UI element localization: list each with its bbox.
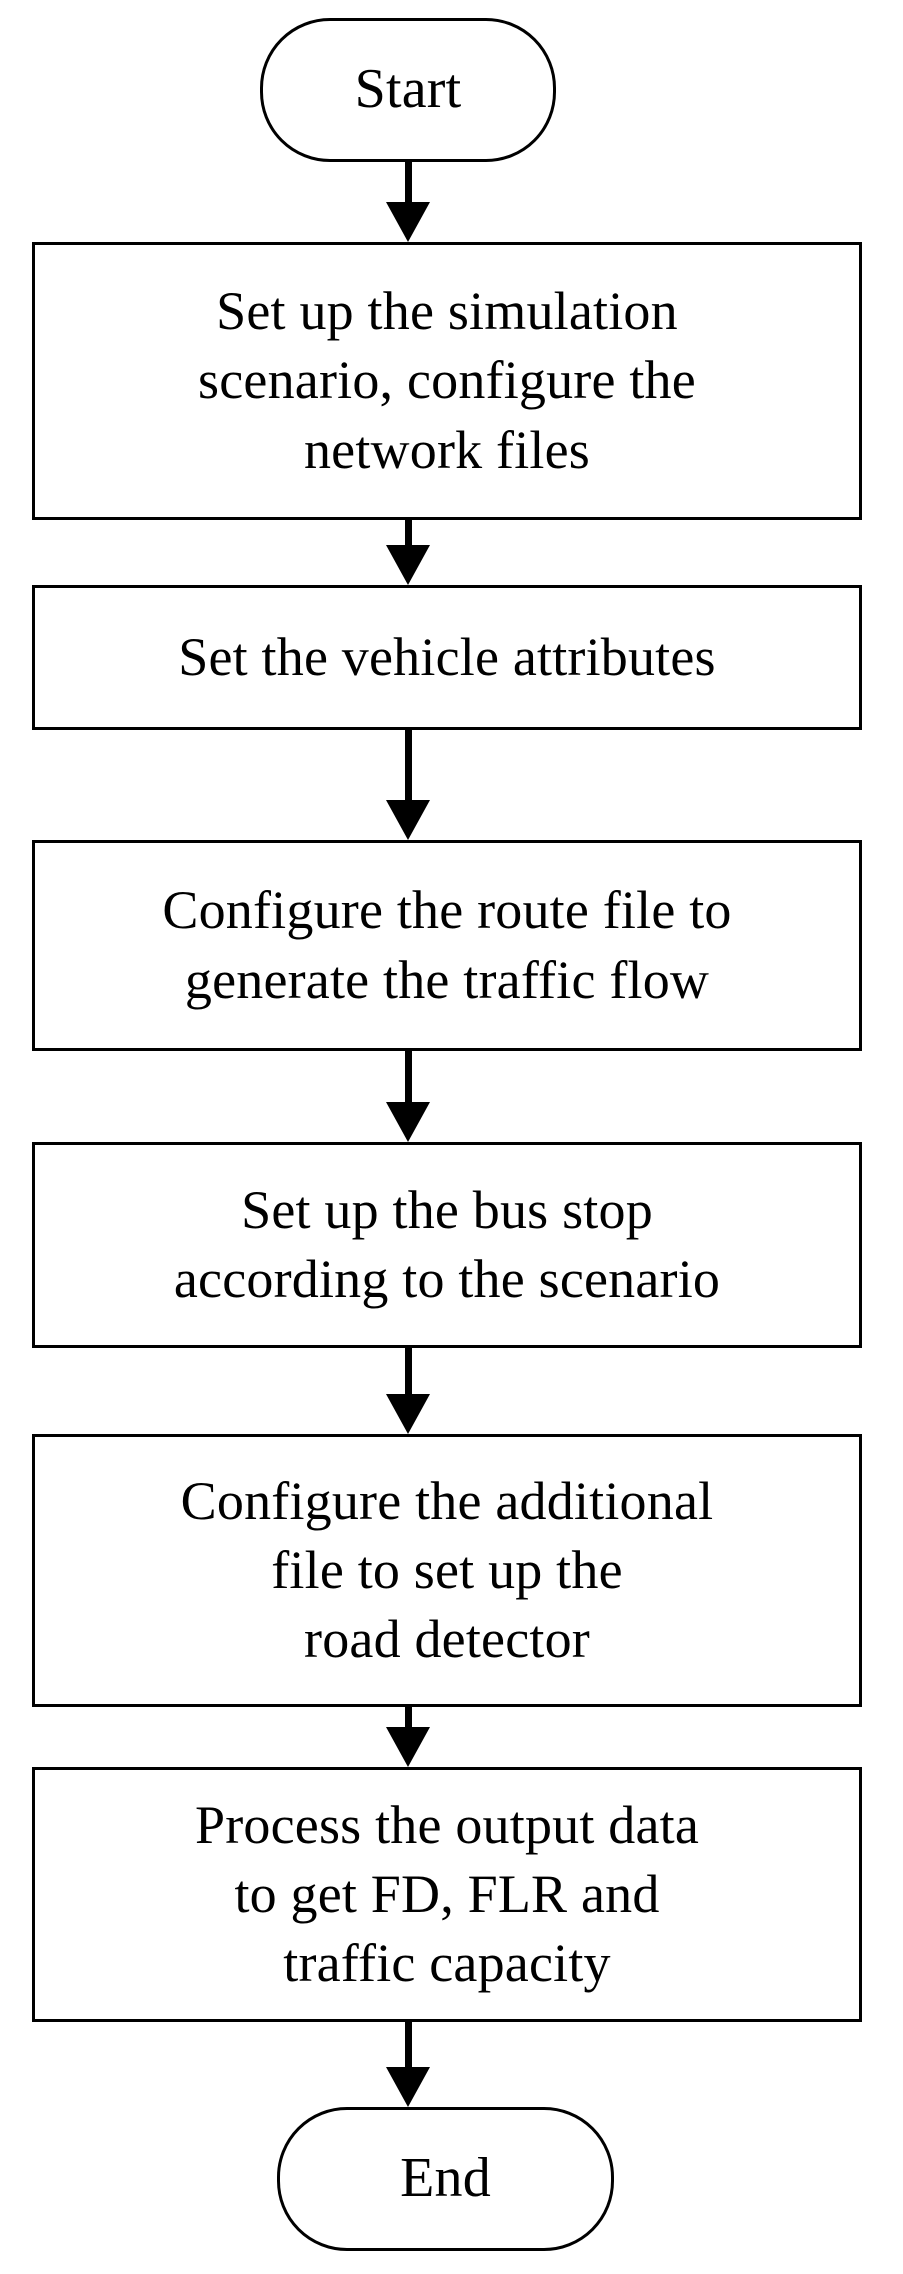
- flowchart-node-setup-scenario: Set up the simulation scenario, configur…: [32, 242, 862, 520]
- node-label: End: [400, 2147, 491, 2210]
- arrow-head-icon: [386, 202, 430, 242]
- node-label: Process the output data to get FD, FLR a…: [195, 1794, 699, 1994]
- arrow-head-icon: [386, 1727, 430, 1767]
- node-label: Set the vehicle attributes: [178, 626, 716, 687]
- arrow-connector: [378, 2022, 438, 2107]
- arrow-shaft: [404, 1707, 412, 1727]
- node-label: Configure the route file to generate the…: [162, 880, 732, 1010]
- arrow-head-icon: [386, 800, 430, 840]
- node-label: Configure the additional file to set up …: [180, 1470, 714, 1670]
- arrow-connector: [378, 162, 438, 242]
- arrow-connector: [378, 1707, 438, 1767]
- flowchart-node-bus-stop: Set up the bus stop according to the sce…: [32, 1142, 862, 1348]
- flowchart-node-end: End: [277, 2107, 614, 2251]
- flowchart-node-process-output: Process the output data to get FD, FLR a…: [32, 1767, 862, 2022]
- node-label: Set up the bus stop according to the sce…: [173, 1179, 721, 1309]
- arrow-shaft: [404, 2022, 412, 2067]
- arrow-shaft: [404, 1051, 412, 1102]
- flowchart-node-vehicle-attributes: Set the vehicle attributes: [32, 585, 862, 730]
- node-label: Set up the simulation scenario, configur…: [198, 281, 696, 480]
- arrow-head-icon: [386, 1102, 430, 1142]
- arrow-connector: [378, 520, 438, 585]
- arrow-shaft: [404, 520, 412, 545]
- arrow-head-icon: [386, 1394, 430, 1434]
- arrow-head-icon: [386, 2067, 430, 2107]
- arrow-shaft: [404, 730, 412, 800]
- arrow-connector: [378, 1051, 438, 1142]
- arrow-connector: [378, 730, 438, 840]
- node-label: Start: [354, 58, 462, 121]
- flowchart-node-additional-file: Configure the additional file to set up …: [32, 1434, 862, 1707]
- arrow-connector: [378, 1348, 438, 1434]
- flowchart-node-route-file: Configure the route file to generate the…: [32, 840, 862, 1051]
- flowchart-node-start: Start: [260, 18, 556, 162]
- arrow-head-icon: [386, 545, 430, 585]
- arrow-shaft: [404, 1348, 412, 1394]
- arrow-shaft: [404, 162, 412, 202]
